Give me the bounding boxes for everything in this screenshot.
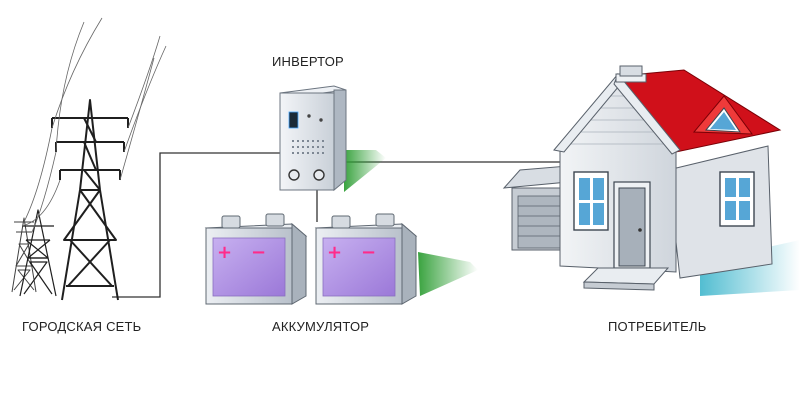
power-cables (21, 17, 167, 233)
battery-2: + − (314, 213, 418, 305)
house-dormer (692, 95, 754, 135)
house-roof-front-edge (613, 73, 681, 155)
power-line-towers (11, 17, 167, 301)
inverter-label: ИНВЕРТОР (272, 54, 344, 69)
house-front-window (573, 171, 609, 231)
main-tower (51, 99, 129, 301)
house-door (613, 181, 651, 269)
inverter-led-2 (319, 118, 323, 122)
consumer-label: ПОТРЕБИТЕЛЬ (608, 319, 707, 334)
battery-1-minus: − (251, 242, 266, 263)
battery-bank: + − + − (204, 213, 478, 305)
battery-2-minus: − (361, 242, 376, 263)
house-steps (582, 267, 670, 291)
mid-tower (19, 209, 57, 297)
house-side-window (719, 171, 755, 227)
far-tower (11, 217, 37, 293)
house-shadow (700, 240, 800, 296)
inverter-side (333, 89, 347, 192)
inverter-vent (292, 140, 324, 154)
inverter-led-1 (307, 114, 311, 118)
battery-1-panel (212, 237, 286, 297)
garage (502, 165, 569, 251)
inverter-switch (288, 111, 299, 129)
battery-label: АККУМУЛЯТОР (272, 319, 370, 334)
inverter-shadow (344, 150, 386, 192)
house (502, 65, 800, 296)
battery-1-plus: + (217, 242, 232, 263)
inverter-knob-right (313, 169, 325, 181)
battery-1: + − (204, 213, 308, 305)
wire-grid-to-inverter (112, 152, 280, 298)
inverter-knob-left (288, 169, 300, 181)
battery-2-panel (322, 237, 396, 297)
battery-2-plus: + (327, 242, 342, 263)
inverter (279, 85, 386, 192)
city-grid-label: ГОРОДСКАЯ СЕТЬ (22, 319, 142, 334)
house-chimney (615, 65, 647, 83)
wires (112, 152, 560, 298)
battery-shadow (418, 252, 478, 296)
garage-door (517, 195, 563, 249)
